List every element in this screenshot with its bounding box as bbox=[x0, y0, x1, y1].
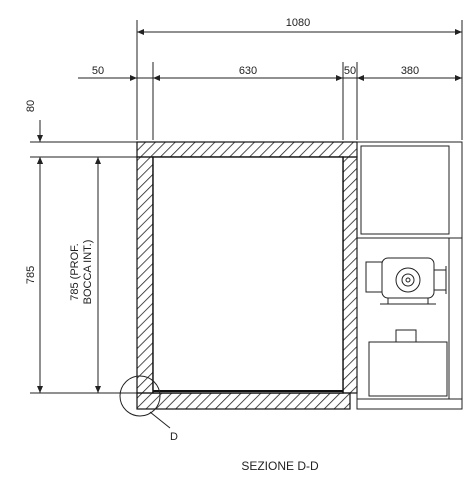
dimension-total-width: 1080 bbox=[136, 17, 463, 140]
dim-label-inner-depth-line1: 785 (PROF. bbox=[69, 243, 81, 300]
unit-compartment bbox=[356, 141, 463, 410]
left-wall bbox=[136, 156, 154, 394]
compressor-body-icon bbox=[368, 329, 448, 397]
dimension-left-vertical: 80 785 785 (PROF. BOCCA INT.) bbox=[25, 100, 137, 394]
dim-label-inner-depth-line2: BOCCA INT.) bbox=[82, 240, 94, 305]
dim-label-total-width: 1080 bbox=[286, 17, 310, 29]
dim-label-unit-width: 380 bbox=[401, 65, 419, 77]
insulated-body bbox=[136, 141, 358, 410]
detail-label: D bbox=[170, 431, 178, 443]
bottom-wall bbox=[136, 392, 351, 410]
detail-callout: D bbox=[119, 375, 178, 443]
section-title: SEZIONE D-D bbox=[241, 459, 319, 473]
dim-label-top-offset: 80 bbox=[25, 100, 37, 112]
dim-label-left-wall: 50 bbox=[92, 65, 104, 77]
compressor-motor-icon bbox=[365, 257, 447, 305]
top-wall bbox=[136, 141, 358, 158]
dim-label-inner-width: 630 bbox=[239, 65, 257, 77]
dim-label-total-height: 785 bbox=[25, 266, 37, 284]
dimension-row-segments: 50 630 50 380 bbox=[78, 62, 463, 140]
right-wall bbox=[342, 156, 358, 394]
inner-cavity bbox=[152, 156, 344, 394]
dim-label-mid-wall: 50 bbox=[344, 65, 356, 77]
